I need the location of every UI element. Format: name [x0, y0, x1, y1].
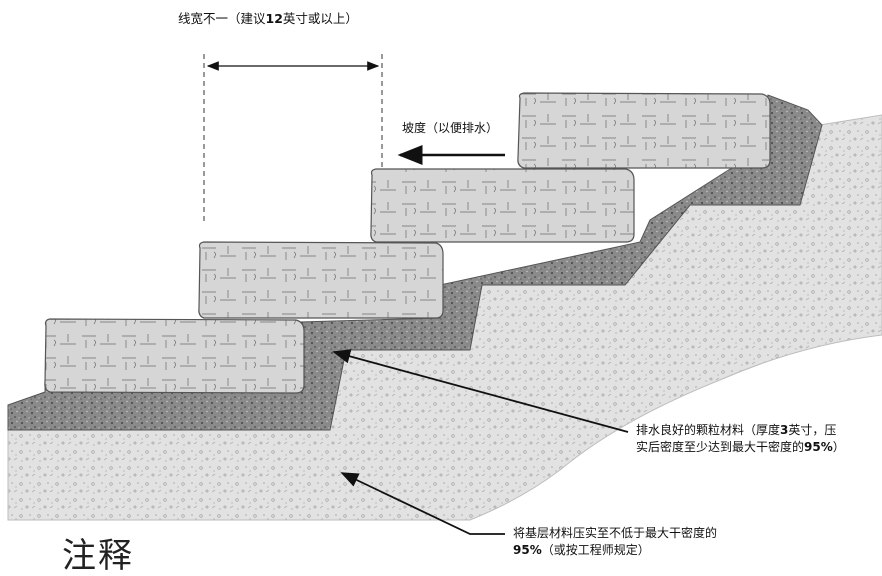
stone-step-2	[198, 241, 444, 319]
base-label: 将基层材料压实至不低于最大干密度的 95%（或按工程师规定）	[513, 526, 718, 557]
stone-step-4	[517, 92, 771, 169]
gravel-label: 排水良好的颗粒材料（厚度3英寸，压 实后密度至少达到最大干密度的95%）	[636, 423, 845, 454]
stone-step-3	[370, 168, 635, 243]
notes-heading: 注释	[62, 536, 134, 576]
step-diagram	[7, 54, 882, 535]
slope-label: 坡度（以便排水）	[402, 121, 499, 135]
width-label: 线宽不一（建议12英寸或以上）	[178, 11, 358, 26]
gravel-callout-line	[332, 349, 629, 433]
base-layer	[7, 114, 882, 521]
base-callout-line	[340, 472, 505, 535]
stone-step-1	[44, 318, 305, 394]
